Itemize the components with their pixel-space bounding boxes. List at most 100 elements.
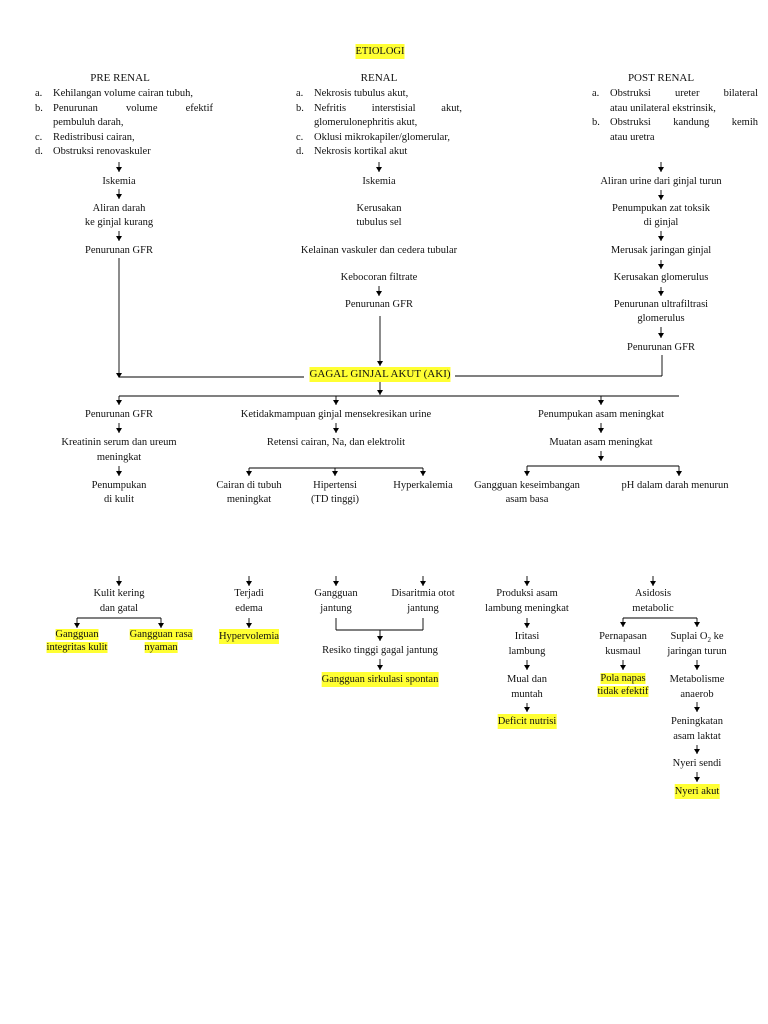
gangguan-jantung-2: jantung [320,603,352,614]
kulit-kering: Kulit kering [93,588,145,599]
arrowhead [694,777,700,782]
disaritmia-2: jantung [407,603,439,614]
post-renal-gfr: Penurunan GFR [627,342,695,353]
arrowhead [598,456,604,461]
arrowhead [524,581,530,586]
list-item: b.Penurunan volume efektif [35,102,213,114]
list-item: d.Nekrosis kortikal akut [296,146,408,158]
arrowhead [116,428,122,433]
hipertensi: Hipertensi [313,480,357,491]
arrowhead [74,623,80,628]
arrowhead [246,581,252,586]
arrowhead [333,581,339,586]
penumpukan-kulit: Penumpukan [91,480,147,491]
arrowhead [524,707,530,712]
aki-center-node: GAGAL GINJAL AKUT (AKI) [309,367,451,382]
list-item: c.Redistribusi cairan, [35,131,135,143]
arrowhead [377,665,383,670]
post-renal-aliran-urine: Aliran urine dari ginjal turun [600,176,722,187]
arrowhead [658,167,664,172]
terjadi-edema-2: edema [235,603,263,614]
list-item: atau unilateral ekstrinsik, [610,102,716,114]
list-item: pembuluh darah, [53,117,124,129]
arrowhead [658,291,664,296]
arrowhead [376,291,382,296]
penumpukan-asam: Penumpukan asam meningkat [538,409,664,420]
arrowhead [524,471,530,476]
gangguan-jantung: Gangguan [314,588,358,599]
resiko-gagal-jantung: Resiko tinggi gagal jantung [322,645,438,656]
peningkatan-laktat-2: asam laktat [673,731,721,742]
pre-renal-heading: PRE RENAL [90,72,150,84]
renal-kerusakan-2: tubulus sel [356,217,402,228]
list-item: a.Obstruksi ureter bilateral [592,88,758,99]
arrowhead [116,167,122,172]
arrowhead [694,665,700,670]
arrowhead [116,400,122,405]
dx-sirkulasi-spontan: Gangguan sirkulasi spontan [321,672,439,687]
arrowhead [377,390,383,395]
arrowhead [650,581,656,586]
pre-renal-causes: a.Kehilangan volume cairan tubuh, b.Penu… [35,87,213,160]
post-renal-penumpukan: Penumpukan zat toksik [612,203,710,214]
arrowhead [620,622,626,627]
arrowhead [676,471,682,476]
arrowhead [116,373,122,378]
dx-nyeri-akut: Nyeri akut [674,784,720,799]
list-item: a.Nekrosis tubulus akut, [296,88,409,99]
renal-kebocoran: Kebocoran filtrate [340,272,418,283]
asidosis-2: metabolic [632,603,674,614]
list-item: b.Nefritis interstisial akut, [296,102,462,114]
arrowhead [246,623,252,628]
produksi-asam-2: lambung meningkat [485,603,569,614]
arrowhead [420,471,426,476]
arrowhead [694,622,700,627]
renal-heading: RENAL [360,72,398,84]
ph-menurun: pH dalam darah menurun [621,480,729,491]
disaritmia: Disaritmia otot [391,588,455,599]
arrowhead [598,400,604,405]
metabolisme: Metabolisme [669,674,725,685]
renal-gfr: Penurunan GFR [345,299,413,310]
produksi-asam: Produksi asam [496,588,558,599]
arrowhead [376,167,382,172]
renal-causes: a.Nekrosis tubulus akut, b.Nefritis inte… [296,87,462,160]
list-item: d.Obstruksi renovaskuler [35,146,151,158]
post-renal-ultrafiltrasi-2: glomerulus [637,313,685,324]
arrowhead [598,428,604,433]
arrowhead [377,361,383,366]
arrowhead [333,428,339,433]
arrowhead [658,333,664,338]
nyeri-sendi: Nyeri sendi [672,758,722,769]
pre-renal-aliran-darah: Aliran darah [92,203,146,214]
metabolisme-2: anaerob [680,689,714,700]
gfr-left: Penurunan GFR [85,409,153,420]
post-renal-ultrafiltrasi: Penurunan ultrafiltrasi [613,299,709,310]
arrowhead [116,581,122,586]
terjadi-edema: Terjadi [234,588,264,599]
arrowhead [246,471,252,476]
retensi-cairan: Retensi cairan, Na, dan elektrolit [266,437,406,448]
iritasi-lambung: Iritasi [514,631,540,642]
kreatinin: Kreatinin serum dan ureum [61,437,177,448]
arrowhead [694,749,700,754]
arrowhead [658,236,664,241]
renal-iskemia: Iskemia [362,176,396,187]
suplai-o2-2: jaringan turun [667,646,727,657]
list-item: b.Obstruksi kandung kemih [592,117,758,129]
arrowhead [658,195,664,200]
post-renal-merusak: Merusak jaringan ginjal [610,245,712,256]
arrowhead [524,623,530,628]
gangguan-asam-basa: Gangguan keseimbangan [474,480,580,491]
arrowhead [524,665,530,670]
arrowhead [116,236,122,241]
hipertensi-2: (TD tinggi) [310,494,360,505]
dx-deficit-nutrisi: Deficit nutrisi [497,714,557,729]
kulit-kering-2: dan gatal [99,603,139,614]
arrowhead [116,194,122,199]
renal-kelainan-vaskuler: Kelainan vaskuler dan cedera tubular [300,245,458,256]
